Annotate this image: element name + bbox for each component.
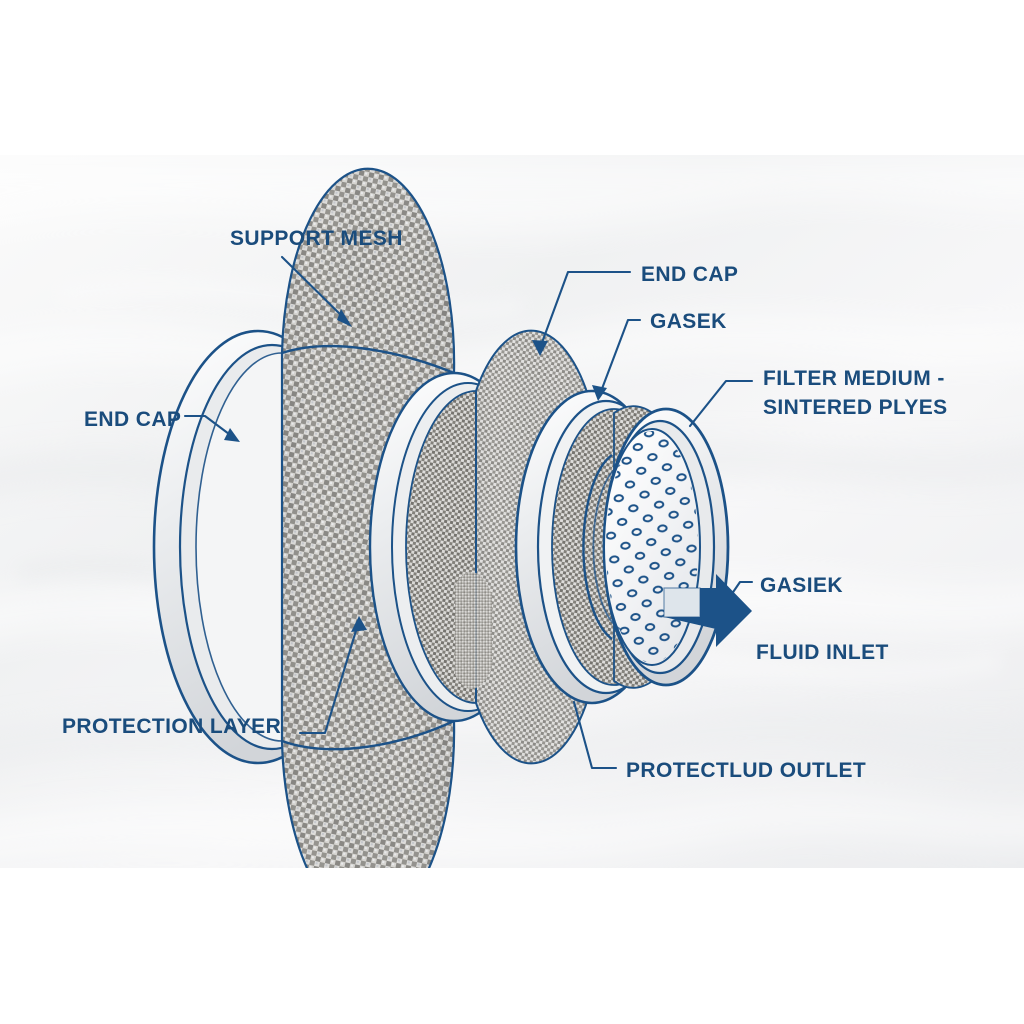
callout-fluid-inlet[interactable]: FLUID INLET [756,641,889,664]
callout-end-cap-left[interactable]: END CAP [84,408,240,442]
callout-end-cap-top[interactable]: END CAP [532,263,738,356]
callout-filter-medium[interactable]: FILTER MEDIUM - SINTERED PLYES [688,367,948,428]
callout-label-end-cap-left: END CAP [84,408,181,431]
flow-arrow [663,574,752,647]
callout-label-gasiek-right: GASIEK [760,574,843,597]
callout-label-filter-medium-2: SINTERED PLYES [763,396,948,419]
callout-label-protection-layer: PROTECTION LAYER [62,715,281,738]
callout-gasiek-right[interactable]: GASIEK [712,574,843,622]
core-perforations [606,431,698,663]
callout-protection-layer[interactable]: PROTECTION LAYER [62,616,367,738]
callout-label-fluid-inlet: FLUID INLET [756,641,889,664]
perforated-core [582,407,730,687]
callout-label-support-mesh: SUPPORT MESH [230,227,403,250]
callout-label-protectlud-outlet: PROTECTLUD OUTLET [626,759,866,782]
illustration-band [0,155,1024,868]
callout-label-filter-medium-1: FILTER MEDIUM - [763,367,945,390]
callout-support-mesh[interactable]: SUPPORT MESH [230,227,403,327]
callout-gasek-top[interactable]: GASEK [592,310,727,401]
callout-protectlud-outlet[interactable]: PROTECTLUD OUTLET [572,700,866,782]
callout-label-gasek-top: GASEK [650,310,727,333]
callout-label-end-cap-top: END CAP [641,263,738,286]
